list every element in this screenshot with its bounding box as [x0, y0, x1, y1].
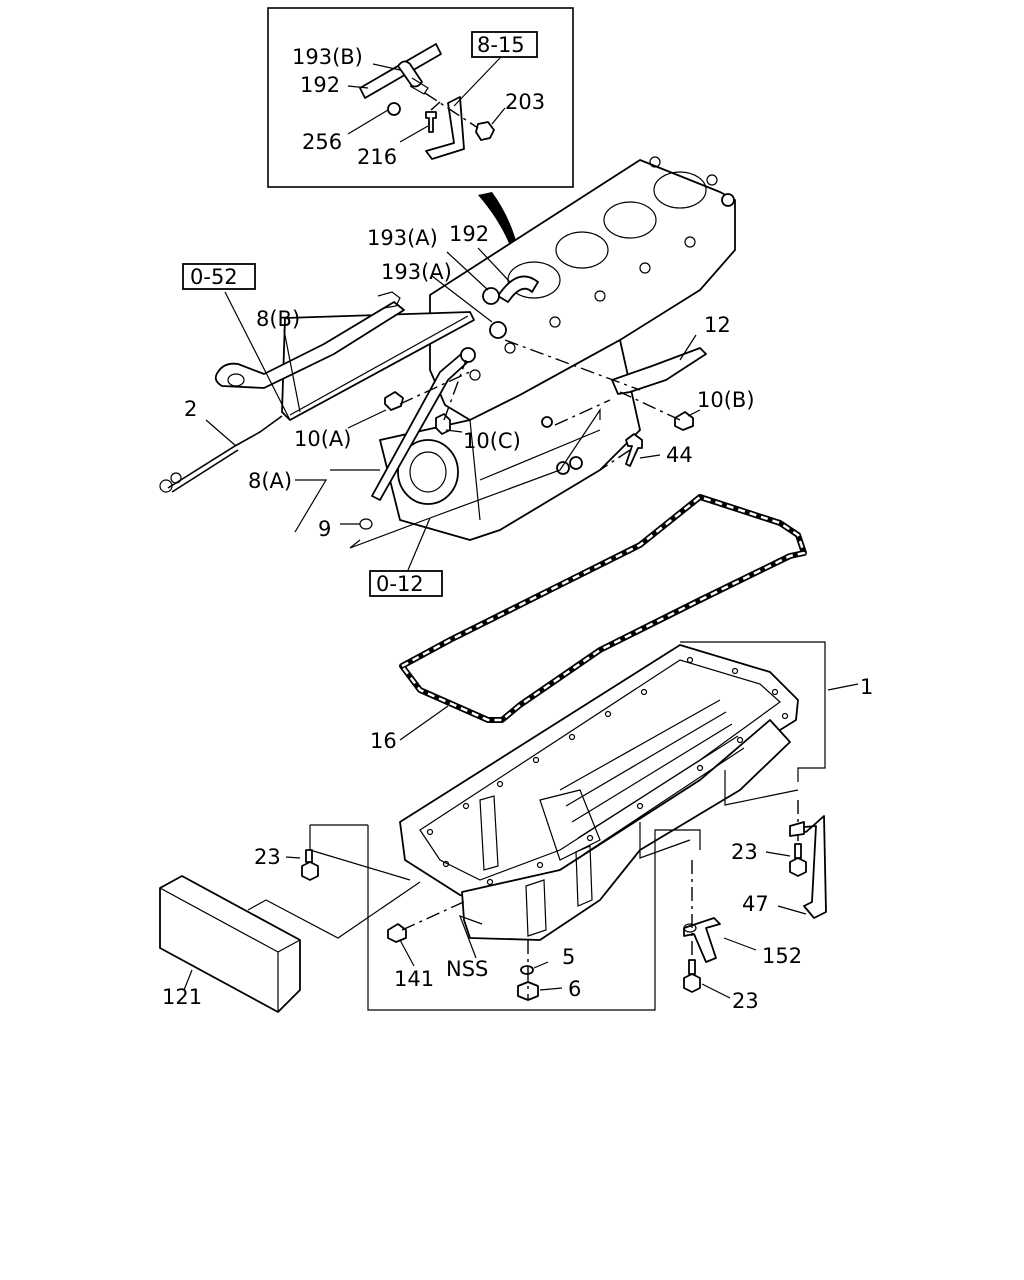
label-nss: NSS	[446, 957, 488, 981]
bolt-23-left	[301, 861, 319, 881]
bolt-23-bottom	[683, 973, 701, 993]
label-23-bottom: 23	[732, 989, 759, 1013]
gasket-16	[399, 494, 807, 741]
label-2: 2	[184, 397, 197, 421]
label-192-inset: 192	[300, 73, 340, 97]
hose-192	[497, 275, 539, 303]
clamp-193a-1	[482, 287, 500, 305]
dipstick-2	[167, 415, 283, 489]
bracket-12	[611, 347, 707, 395]
washer-5	[520, 965, 534, 975]
label-6: 6	[568, 977, 581, 1001]
upper-leaders	[205, 247, 701, 571]
bracket-0-52	[214, 301, 405, 389]
label-47: 47	[742, 892, 769, 916]
assembly-boundary	[309, 641, 859, 1011]
engine-block	[379, 156, 736, 541]
pad-121	[159, 875, 421, 1013]
label-44: 44	[666, 443, 693, 467]
label-10b: 10(B)	[697, 388, 755, 412]
dipstick-group	[159, 275, 707, 530]
ref-0-12: 0-12	[376, 572, 424, 596]
clamp-193a-2	[489, 321, 507, 339]
label-23-left: 23	[254, 845, 281, 869]
label-8a: 8(A)	[248, 469, 292, 493]
label-121: 121	[162, 985, 202, 1009]
label-193a-1: 193(A)	[367, 226, 438, 250]
label-23-right: 23	[731, 840, 758, 864]
label-10a: 10(A)	[294, 427, 351, 451]
bolt-10c	[435, 413, 451, 435]
bolt-10b	[674, 411, 694, 431]
label-203: 203	[505, 90, 545, 114]
bolt-44	[625, 433, 643, 467]
label-12: 12	[704, 313, 731, 337]
label-10c: 10(C)	[463, 429, 521, 453]
bolt-216	[425, 111, 437, 133]
label-193b: 193(B)	[292, 45, 363, 69]
bracket-152	[683, 917, 721, 963]
label-216: 216	[357, 145, 397, 169]
bolt-23-right	[789, 857, 807, 877]
label-5: 5	[562, 945, 575, 969]
label-152: 152	[762, 944, 802, 968]
label-16: 16	[370, 729, 397, 753]
ref-0-52: 0-52	[190, 265, 238, 289]
drain-plug-6	[517, 981, 539, 1001]
bolt-141	[387, 923, 407, 943]
inset-detail: 193(B) 192 256 216 203 8-15	[267, 7, 574, 188]
label-1: 1	[860, 675, 873, 699]
oil-pan-1	[399, 644, 799, 941]
label-9: 9	[318, 517, 331, 541]
label-8b: 8(B)	[256, 307, 300, 331]
bolt-10a	[384, 391, 404, 411]
tube-47	[791, 815, 827, 919]
label-193a-2: 193(A)	[381, 260, 452, 284]
ref-8-15: 8-15	[477, 33, 525, 57]
nut-256	[387, 102, 401, 116]
bolt-203	[475, 121, 495, 141]
label-141: 141	[394, 967, 434, 991]
label-192-main: 192	[449, 222, 489, 246]
o-ring-9	[359, 518, 373, 530]
label-256: 256	[302, 130, 342, 154]
